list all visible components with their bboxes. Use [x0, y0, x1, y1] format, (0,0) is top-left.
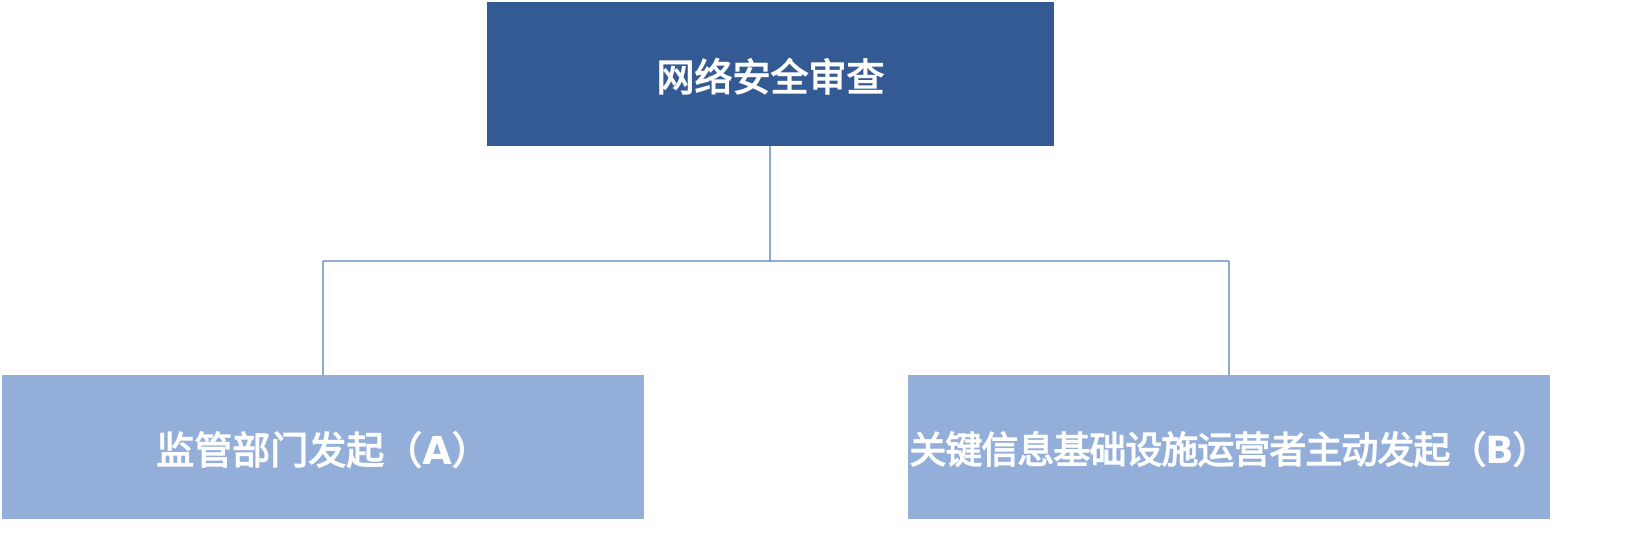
child-node-b: 关键信息基础设施运营者主动发起（B）: [908, 375, 1550, 519]
root-node-label: 网络安全审查: [656, 55, 885, 100]
child-node-a: 监管部门发起（A）: [2, 375, 644, 519]
child-node-b-label: 关键信息基础设施运营者主动发起（B）: [909, 429, 1549, 472]
child-node-a-label: 监管部门发起（A）: [156, 428, 490, 473]
root-node: 网络安全审查: [487, 2, 1054, 146]
